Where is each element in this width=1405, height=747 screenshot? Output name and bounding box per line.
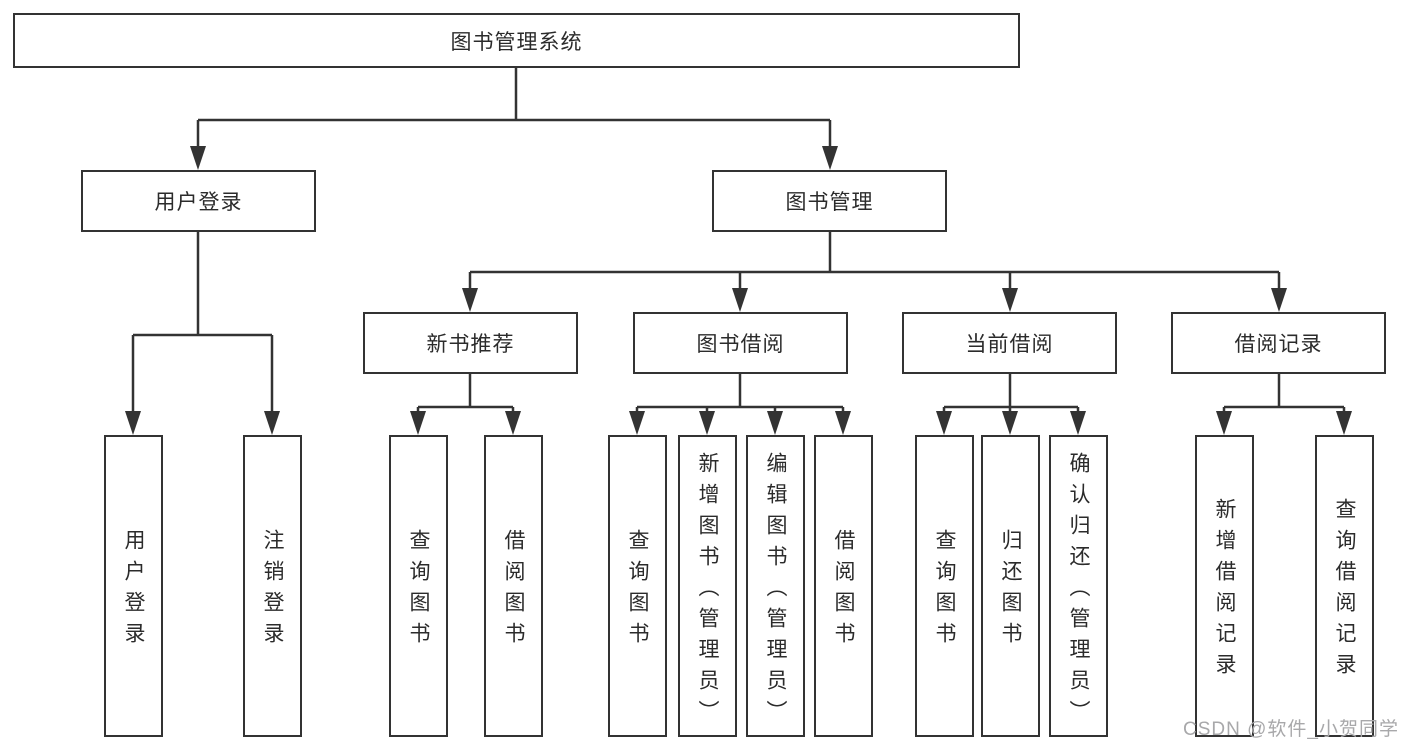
node-label: 用户登录 [154, 191, 243, 214]
leaf-borrow-books-recommend: 借阅图书 [484, 435, 543, 737]
arrowhead [462, 288, 478, 312]
edge-userlogin-to-leaves [131, 232, 274, 415]
watermark: CSDN @软件_小贺同学 [1183, 719, 1399, 740]
arrowhead [732, 288, 748, 312]
arrowhead [1070, 411, 1086, 435]
node-label: 借阅记录 [1234, 333, 1323, 356]
leaf-confirm-return-admin: 确认归还（管理员） [1049, 435, 1108, 737]
node-label: 查询图书 [933, 529, 956, 653]
node-label: 查询图书 [407, 529, 430, 653]
edge-bookborrow-to-leaves [635, 374, 845, 415]
node-label: 查询图书 [626, 529, 649, 653]
leaf-return-book: 归还图书 [981, 435, 1040, 737]
arrowhead [767, 411, 783, 435]
node-label: 新增借阅记录 [1213, 498, 1236, 684]
node-label: 新增图书（管理员） [696, 451, 719, 731]
leaf-query-books-current: 查询图书 [915, 435, 974, 737]
leaf-edit-book-admin: 编辑图书（管理员） [746, 435, 805, 737]
node-borrow-records: 借阅记录 [1171, 312, 1386, 374]
leaf-query-books-borrow: 查询图书 [608, 435, 667, 737]
node-label: 注销登录 [261, 529, 284, 653]
node-label: 图书管理系统 [450, 30, 583, 54]
arrowhead [1002, 288, 1018, 312]
edge-currentborrow-to-leaves [942, 374, 1080, 415]
node-current-borrow: 当前借阅 [902, 312, 1117, 374]
node-label: 归还图书 [999, 529, 1022, 653]
leaf-add-borrow-record: 新增借阅记录 [1195, 435, 1254, 737]
arrowhead [835, 411, 851, 435]
leaf-add-book-admin: 新增图书（管理员） [678, 435, 737, 737]
edge-bookmgmt-to-level3 [468, 232, 1281, 292]
leaf-query-borrow-record: 查询借阅记录 [1315, 435, 1374, 737]
node-label: 借阅图书 [502, 529, 525, 653]
arrowhead [410, 411, 426, 435]
node-label: 确认归还（管理员） [1067, 451, 1090, 731]
arrowhead [1216, 411, 1232, 435]
arrowhead [629, 411, 645, 435]
arrowhead [505, 411, 521, 435]
arrowhead [264, 411, 280, 435]
node-label: 查询借阅记录 [1333, 498, 1356, 684]
node-label: 编辑图书（管理员） [764, 451, 787, 731]
arrowhead [1271, 288, 1287, 312]
arrowhead [190, 146, 206, 170]
arrowhead [822, 146, 838, 170]
node-label: 用户登录 [122, 529, 145, 653]
node-label: 图书借阅 [696, 333, 785, 356]
node-label: 当前借阅 [965, 333, 1054, 356]
edge-borrowrecord-to-leaves [1222, 374, 1346, 415]
arrowhead [125, 411, 141, 435]
arrowhead [699, 411, 715, 435]
node-new-book-recommend: 新书推荐 [363, 312, 578, 374]
arrowhead [936, 411, 952, 435]
edge-newbook-to-leaves [416, 374, 515, 415]
leaf-borrow-books: 借阅图书 [814, 435, 873, 737]
node-label: 新书推荐 [426, 333, 515, 356]
node-label: 图书管理 [785, 191, 874, 214]
leaf-logout-login: 注销登录 [243, 435, 302, 737]
leaf-user-login: 用户登录 [104, 435, 163, 737]
arrowhead [1002, 411, 1018, 435]
leaf-query-books-recommend: 查询图书 [389, 435, 448, 737]
node-label: 借阅图书 [832, 529, 855, 653]
node-book-management: 图书管理 [712, 170, 947, 232]
node-root: 图书管理系统 [13, 13, 1020, 68]
edge-root-to-level2 [196, 68, 832, 150]
arrowhead [1336, 411, 1352, 435]
node-book-borrow: 图书借阅 [633, 312, 848, 374]
node-user-login: 用户登录 [81, 170, 316, 232]
